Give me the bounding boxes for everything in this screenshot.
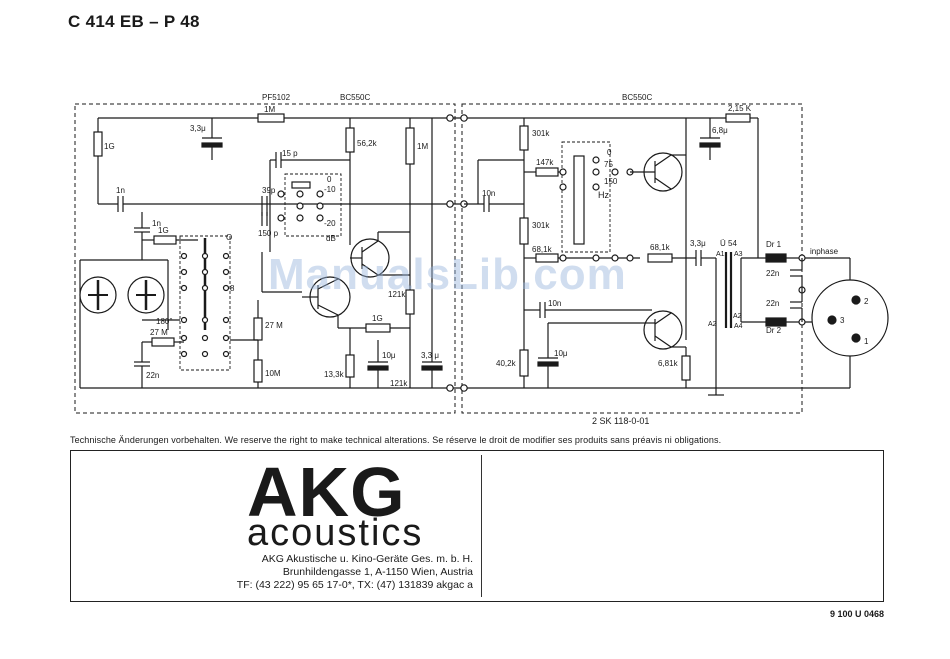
module-outline-left bbox=[74, 103, 456, 414]
label-pf5102: PF5102 bbox=[262, 93, 291, 102]
disclaimer-note: Technische Änderungen vorbehalten. We re… bbox=[70, 435, 722, 445]
label-c-22n-b: 22n bbox=[766, 299, 779, 308]
label-c-1n-a: 1n bbox=[116, 186, 125, 195]
label-r-133k: 13,3k bbox=[324, 370, 345, 379]
label-r-681k-c: 6,81k bbox=[658, 359, 679, 368]
label-c-33u-c: 3,3μ bbox=[690, 239, 706, 248]
akg-logo: AKG bbox=[247, 453, 406, 531]
label-a2: A2 bbox=[708, 321, 717, 328]
label-sw-m10: -10 bbox=[324, 185, 336, 194]
label-r-1m-top: 1M bbox=[264, 105, 275, 114]
watermark: ManualsLib.com bbox=[268, 250, 627, 299]
label-deg-180: 180° bbox=[156, 317, 173, 326]
acoustics-wordmark: acoustics bbox=[247, 512, 424, 554]
label-c-1n-b: 1n bbox=[152, 219, 161, 228]
label-u54: Ü 54 bbox=[720, 239, 737, 248]
label-c-39p: 39p bbox=[262, 186, 276, 195]
label-r-10m: 10M bbox=[265, 369, 281, 378]
circuit-schematic: PF5102 BC550C BC550C 1G 1M 3,3μ 56,2k 1M… bbox=[74, 93, 889, 426]
label-c-33u-b: 3,3 μ bbox=[421, 351, 439, 360]
label-r-402k: 40,2k bbox=[496, 359, 517, 368]
company-contact: TF: (43 222) 95 65 17-0*, TX: (47) 13183… bbox=[236, 579, 473, 591]
label-sw-0: 0 bbox=[327, 175, 332, 184]
label-hz-75: 75 bbox=[604, 160, 613, 169]
info-box: AKG acoustics AKG Akustische u. Kino-Ger… bbox=[70, 450, 884, 602]
label-hz: Hz bbox=[598, 190, 609, 200]
label-bc550c-2: BC550C bbox=[622, 93, 652, 102]
label-r-121k-b: 121k bbox=[390, 379, 408, 388]
label-pin3: 3 bbox=[840, 316, 845, 325]
label-c-33u-top: 3,3μ bbox=[190, 124, 206, 133]
label-dr1: Dr 1 bbox=[766, 240, 782, 249]
label-sw-db: dB bbox=[326, 234, 336, 243]
label-r-121k-a: 121k bbox=[388, 290, 406, 299]
label-a4: A4 bbox=[734, 323, 743, 330]
company-name: AKG Akustische u. Kino-Geräte Ges. m. b.… bbox=[261, 553, 473, 565]
label-hz-0: 0 bbox=[607, 148, 612, 157]
info-box-divider bbox=[481, 455, 482, 597]
label-c-10n-a: 10n bbox=[482, 189, 495, 198]
label-bc550c-1: BC550C bbox=[340, 93, 370, 102]
page-title: C 414 EB – P 48 bbox=[68, 12, 200, 31]
label-sw-m20: -20 bbox=[324, 219, 336, 228]
label-a1: A1 bbox=[716, 251, 725, 258]
label-a3: A3 bbox=[734, 251, 743, 258]
label-r-27m-b: 27 M bbox=[150, 328, 168, 337]
label-r-1g-b: 1G bbox=[158, 226, 169, 235]
label-hz-150: 150 bbox=[604, 177, 618, 186]
label-r-301k-b: 301k bbox=[532, 221, 550, 230]
label-c-10u-b: 10μ bbox=[554, 349, 568, 358]
label-pin1: 1 bbox=[864, 337, 869, 346]
label-r-1g-top: 1G bbox=[104, 142, 115, 151]
label-c-10n-b: 10n bbox=[548, 299, 561, 308]
label-a2b: A2 bbox=[733, 313, 742, 320]
label-r-1m-mid: 1M bbox=[417, 142, 428, 151]
label-r-562k: 56,2k bbox=[357, 139, 378, 148]
label-c-68u: 6,8μ bbox=[712, 126, 728, 135]
label-r-215k: 2,15 K bbox=[728, 104, 752, 113]
label-board: 2 SK 118-0-01 bbox=[592, 416, 649, 426]
label-r-681k-a: 68,1k bbox=[532, 245, 553, 254]
company-address: Brunhildengasse 1, A-1150 Wien, Austria bbox=[282, 566, 473, 578]
label-c-22n-l: 22n bbox=[146, 371, 159, 380]
label-r-27m-a: 27 M bbox=[265, 321, 283, 330]
label-c-22n-a: 22n bbox=[766, 269, 779, 278]
label-r-301k-a: 301k bbox=[532, 129, 550, 138]
label-sw-o: O bbox=[226, 233, 232, 242]
document-number: 9 100 U 0468 bbox=[829, 609, 884, 619]
label-dr2: Dr 2 bbox=[766, 326, 782, 335]
label-c-15p: 15 p bbox=[282, 149, 298, 158]
module-outline-right bbox=[461, 103, 803, 414]
label-inphase: inphase bbox=[810, 247, 839, 256]
label-pin2: 2 bbox=[864, 297, 869, 306]
label-r-147k: 147k bbox=[536, 158, 554, 167]
label-r-681k-b: 68,1k bbox=[650, 243, 671, 252]
label-c-10u-a: 10μ bbox=[382, 351, 396, 360]
label-r-1g-c: 1G bbox=[372, 314, 383, 323]
label-sw-8: 8 bbox=[230, 284, 235, 293]
label-c-150p: 150 p bbox=[258, 229, 279, 238]
